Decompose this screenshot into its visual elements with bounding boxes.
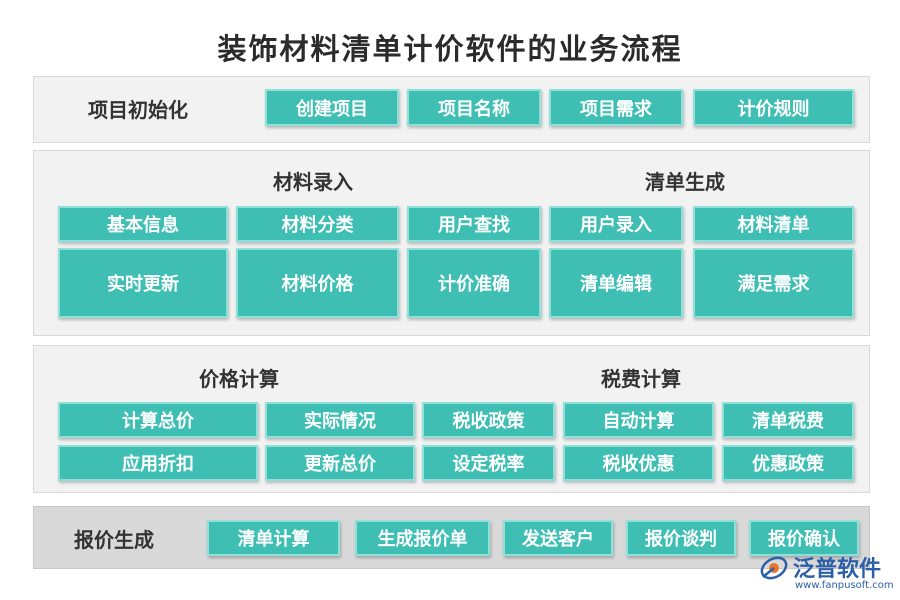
box-quote-negotiation: 报价谈判	[626, 520, 736, 556]
box-quote-confirm: 报价确认	[749, 520, 859, 556]
box-update-total: 更新总价	[265, 445, 415, 481]
box-project-name: 项目名称	[407, 89, 541, 126]
box-preferential-policy: 优惠政策	[722, 445, 854, 481]
box-tax-benefit: 税收优惠	[563, 445, 714, 481]
box-realtime-update: 实时更新	[58, 248, 228, 318]
box-list-calc: 清单计算	[207, 520, 340, 556]
box-user-entry: 用户录入	[549, 206, 683, 242]
fanpu-watermark: 泛普软件 www.fanpusoft.com	[759, 549, 894, 595]
box-list-edit: 清单编辑	[549, 248, 683, 318]
box-accurate-pricing: 计价准确	[407, 248, 541, 318]
label-project-init: 项目初始化	[88, 98, 188, 122]
box-list-tax: 清单税费	[722, 402, 854, 438]
label-price-calc: 价格计算	[199, 367, 279, 391]
box-total-price: 计算总价	[58, 402, 258, 438]
fanpu-logo-icon	[760, 556, 788, 580]
box-auto-calc: 自动计算	[563, 402, 714, 438]
label-list-generation: 清单生成	[645, 170, 725, 194]
box-tax-policy: 税收政策	[422, 402, 555, 438]
watermark-url: www.fanpusoft.com	[795, 580, 894, 591]
box-user-search: 用户查找	[407, 206, 541, 242]
label-quote-generation: 报价生成	[74, 528, 154, 552]
box-create-project: 创建项目	[265, 89, 399, 126]
box-material-price: 材料价格	[236, 248, 399, 318]
box-project-needs: 项目需求	[549, 89, 683, 126]
diagram-title: 装饰材料清单计价软件的业务流程	[217, 32, 683, 66]
box-set-tax-rate: 设定税率	[422, 445, 555, 481]
box-material-category: 材料分类	[236, 206, 399, 242]
box-send-client: 发送客户	[503, 520, 613, 556]
box-meet-needs: 满足需求	[693, 248, 854, 318]
box-apply-discount: 应用折扣	[58, 445, 258, 481]
box-generate-quote: 生成报价单	[355, 520, 490, 556]
label-material-entry: 材料录入	[273, 170, 353, 194]
label-tax-calc: 税费计算	[601, 367, 681, 391]
box-material-list: 材料清单	[693, 206, 854, 242]
box-basic-info: 基本信息	[58, 206, 228, 242]
watermark-brand-name: 泛普软件	[793, 557, 882, 582]
box-actual-situation: 实际情况	[265, 402, 415, 438]
box-pricing-rules: 计价规则	[693, 89, 854, 126]
